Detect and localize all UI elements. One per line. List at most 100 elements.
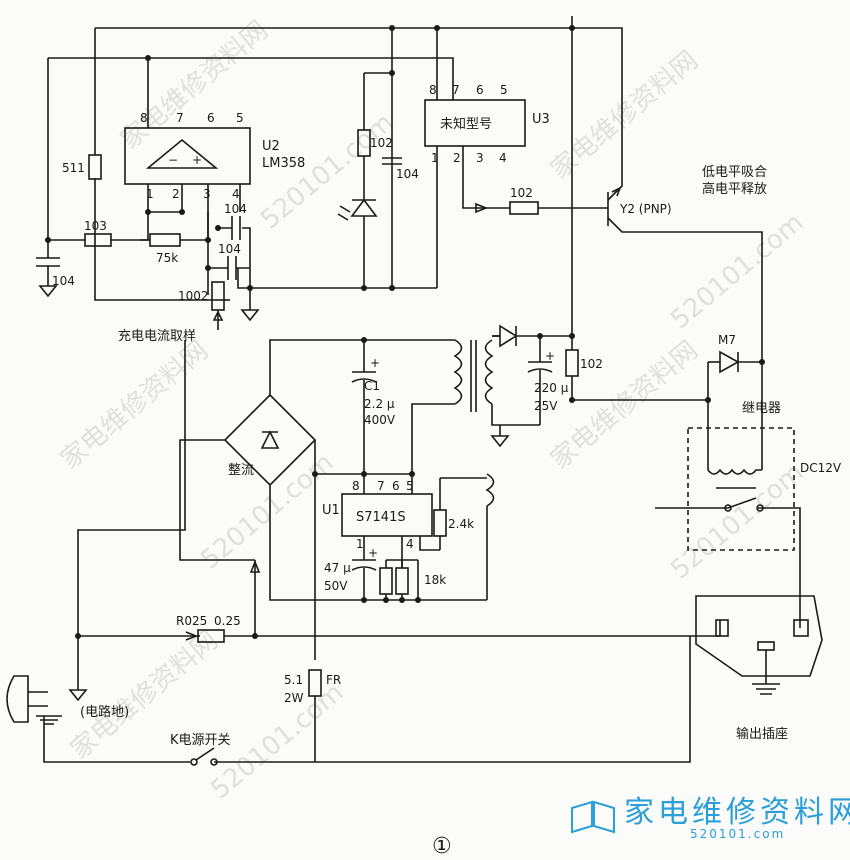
m7-label: M7 xyxy=(718,333,736,347)
capacitor-104-left: 104 xyxy=(36,257,75,298)
u2-pin-8: 8 xyxy=(140,111,148,125)
u1-pin-1: 1 xyxy=(356,537,364,551)
watermark-url: 520101.com xyxy=(195,448,339,576)
transformer xyxy=(411,335,500,464)
relay: 继电器 DC12V xyxy=(655,362,842,628)
resistor-18k: 18k xyxy=(379,559,446,603)
r102-c-label: 102 xyxy=(580,357,603,371)
feedback-winding: 2.4k xyxy=(433,473,495,600)
u3-pin-6: 6 xyxy=(476,83,484,97)
watermark-url: 520101.com xyxy=(255,108,399,236)
figure-number: ① xyxy=(432,834,452,859)
capacitor-104-c: 104 xyxy=(382,157,419,181)
fr-power: 2W xyxy=(284,691,304,705)
watermark-layer: 家电维修资料网 家电维修资料网 家电维修资料网 家电维修资料网 家电维修资料网 … xyxy=(55,15,809,805)
c47-value: 47 μ xyxy=(324,561,351,575)
u3-pin-7: 7 xyxy=(452,83,460,97)
resistor-1002: 1002 充电电流取样 xyxy=(118,281,225,344)
watermark-url: 520101.com xyxy=(665,208,809,336)
y2-label: Y2 (PNP) xyxy=(619,202,672,216)
resistor-511: 511 xyxy=(62,154,102,180)
svg-text:+: + xyxy=(545,349,555,363)
output-socket: 输出插座 xyxy=(689,595,823,742)
rect-label: 整流 xyxy=(228,463,254,478)
r025-value: 0.25 xyxy=(214,614,241,628)
u2-ref: U2 xyxy=(262,139,280,154)
capacitor-c1: + C1 2.2 μ 400V xyxy=(351,337,396,477)
capacitor-104-a: 104 xyxy=(218,202,247,240)
resistor-103: 103 xyxy=(84,219,112,247)
resistor-102-b: 102 xyxy=(509,186,608,215)
ic-u2-lm358: − + 8 7 6 5 1 2 3 4 U2 LM358 xyxy=(124,111,305,201)
u3-pin-5: 5 xyxy=(500,83,508,97)
r511-label: 511 xyxy=(62,161,85,175)
resistor-r025: R025 0.25 xyxy=(176,614,241,643)
svg-text:+: + xyxy=(370,356,380,370)
r102-a-label: 102 xyxy=(370,136,393,150)
u3-pin-2: 2 xyxy=(453,151,461,165)
note-high: 高电平释放 xyxy=(702,181,767,197)
u2-pin-3: 3 xyxy=(203,187,211,201)
c47-voltage: 50V xyxy=(324,579,348,593)
r025-ref: R025 xyxy=(176,614,207,628)
ac-plug: (电路地) xyxy=(6,675,691,763)
u3-pin-8: 8 xyxy=(429,83,437,97)
u1-pin-7: 7 xyxy=(377,479,385,493)
c1-ref: C1 xyxy=(364,379,380,393)
outlet-label: 输出插座 xyxy=(736,726,788,742)
transistor-y2-pnp: Y2 (PNP) 低电平吸合 高电平释放 xyxy=(607,165,767,362)
sense-label: 充电电流取样 xyxy=(118,328,196,344)
fr-value: 5.1 xyxy=(284,673,303,687)
c104-c-label: 104 xyxy=(396,167,419,181)
c104-left-label: 104 xyxy=(52,274,75,288)
u2-pin-2: 2 xyxy=(172,187,180,201)
r102-b-label: 102 xyxy=(510,186,533,200)
u2-part: LM358 xyxy=(262,156,305,171)
c104-a-label: 104 xyxy=(224,202,247,216)
svg-text:+: + xyxy=(368,546,378,560)
u3-part: 未知型号 xyxy=(440,116,492,132)
c220-voltage: 25V xyxy=(534,399,558,413)
relay-label: 继电器 xyxy=(742,401,781,416)
logo-title: 家电维修资料网 xyxy=(624,795,850,830)
u3-ref: U3 xyxy=(532,112,550,127)
c220-value: 220 μ xyxy=(534,381,569,395)
u1-pin-4: 4 xyxy=(406,537,414,551)
u2-pin-7: 7 xyxy=(176,111,184,125)
u3-pin-3: 3 xyxy=(476,151,484,165)
c104-b-label: 104 xyxy=(218,242,241,256)
switch-label: K电源开关 xyxy=(170,733,231,748)
rectifier-bridge: 整流 xyxy=(179,339,487,660)
ic-u3: 未知型号 U3 8 7 6 5 1 2 3 4 xyxy=(424,80,550,288)
u1-ref: U1 xyxy=(322,503,340,518)
u1-pin-6: 6 xyxy=(392,479,400,493)
watermark-url: 520101.com xyxy=(665,458,809,586)
ground-label: (电路地) xyxy=(80,704,129,720)
r75k-label: 75k xyxy=(156,251,178,265)
u3-pin-4: 4 xyxy=(499,151,507,165)
site-logo: 家电维修资料网 520101.com xyxy=(571,795,850,841)
u2-pin-4: 4 xyxy=(232,187,240,201)
u2-pin-1: 1 xyxy=(146,187,154,201)
resistor-102-a: 102 xyxy=(357,70,395,200)
svg-text:−: − xyxy=(168,153,178,167)
r18k-label: 18k xyxy=(424,573,446,587)
r24k-label: 2.4k xyxy=(448,517,474,531)
resistor-102-c: 102 xyxy=(565,325,711,403)
u1-pin-5: 5 xyxy=(406,479,414,493)
fr-label: FR xyxy=(326,673,341,687)
r103-label: 103 xyxy=(84,219,107,233)
watermark-text: 家电维修资料网 xyxy=(545,45,704,185)
watermark-text: 家电维修资料网 xyxy=(55,335,214,475)
ic-u1-s7141s: S7141S U1 8 7 6 5 1 4 xyxy=(312,464,440,568)
diode-m7: M7 xyxy=(707,333,765,470)
fuse-resistor-fr: 5.1 2W FR xyxy=(284,669,341,762)
resistor-75k: 75k xyxy=(149,233,181,265)
r1002-label: 1002 xyxy=(178,289,209,303)
capacitor-47u: + 47 μ 50V xyxy=(324,546,378,603)
u3-pin-1: 1 xyxy=(431,151,439,165)
watermark-text: 家电维修资料网 xyxy=(545,335,704,475)
c1-value: 2.2 μ xyxy=(364,397,395,411)
